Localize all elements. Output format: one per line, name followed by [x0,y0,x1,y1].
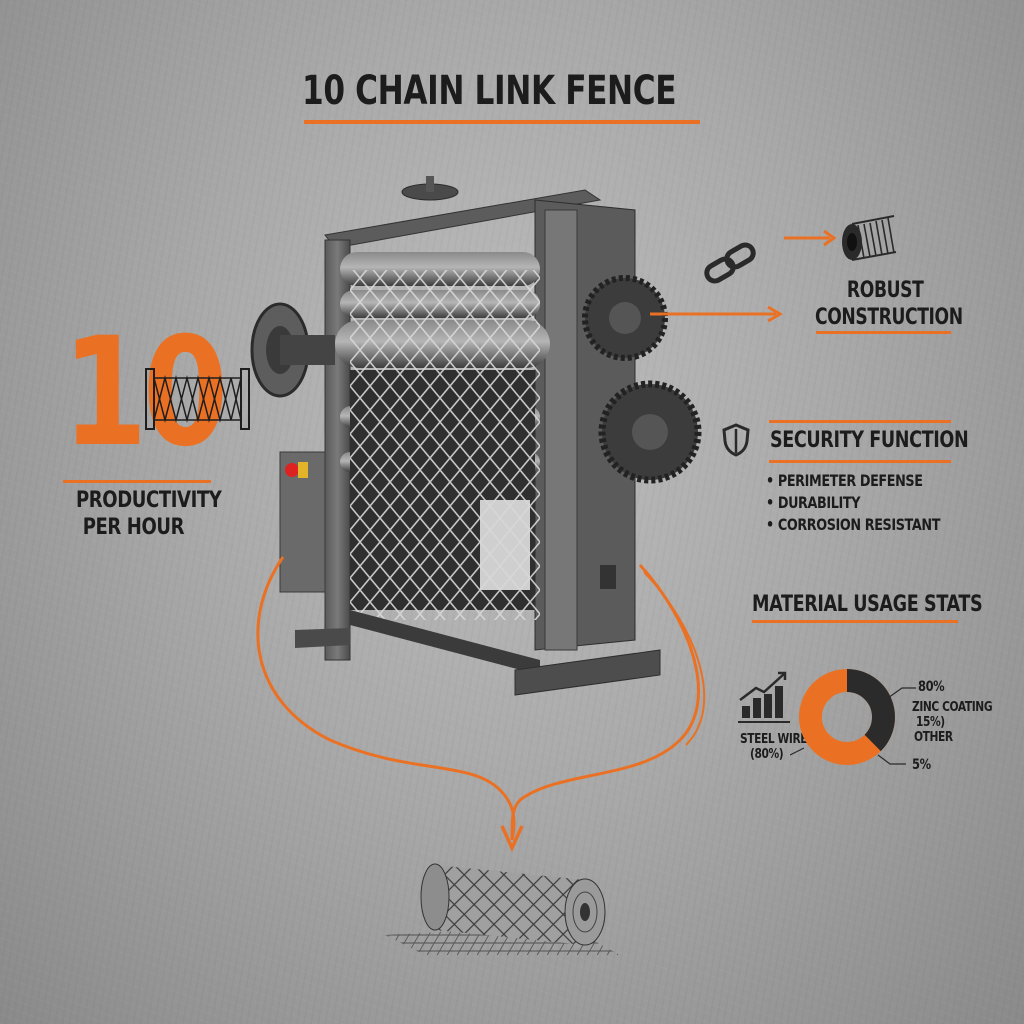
fence-panel-icon [145,368,250,430]
chain-link-fence-machine-illustration [250,176,702,696]
growth-bar-chart-icon [738,671,790,723]
wire-coil-icon [842,215,897,261]
list-item: DURABILITY [766,492,940,514]
material-heading: MATERIAL USAGE STATS [752,592,983,617]
arrow-right-icon-2 [650,305,783,323]
security-top-rule [769,420,951,423]
list-item: CORROSION RESISTANT [766,514,941,536]
construction-underline [816,331,951,334]
steel-wire-pct: (80%) [750,747,784,762]
security-features-list: PERIMETER DEFENSE DURABILITY CORROSION R… [766,470,941,536]
zinc-coating-pct: 15%) [916,715,945,730]
shield-icon [722,423,750,457]
productivity-underline [63,480,211,483]
material-donut-chart [790,669,916,765]
robust-construction-label: ROBUST CONSTRUCTION [815,278,963,330]
other-label: OTHER [914,730,953,745]
other-pct: 5% [912,757,931,773]
fence-roll-illustration [385,863,620,955]
security-bottom-rule [769,460,951,463]
donut-dark-segment [799,669,895,765]
security-heading: SECURITY FUNCTION [770,428,969,453]
top-pct-label: 80% [918,679,945,695]
list-item: PERIMETER DEFENSE [766,470,940,492]
arrow-right-icon [784,229,837,247]
zinc-coating-label: ZINC COATING [912,700,993,715]
chain-link-icon [704,242,756,284]
emergency-stop-button [285,463,299,477]
title-underline [304,120,700,124]
page-title: 10 CHAIN LINK FENCE [302,68,677,114]
material-underline [752,620,958,623]
steel-wire-label: STEEL WIRE [740,732,808,747]
